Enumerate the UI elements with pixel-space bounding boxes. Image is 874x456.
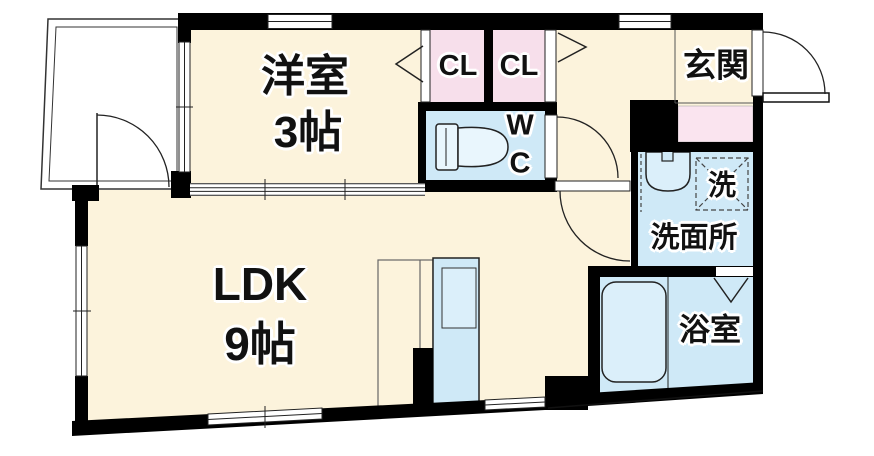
window-kitchen-bottom (484, 396, 546, 411)
window-ldk-bottom (207, 406, 323, 428)
bathroom-folding-door-marker (713, 277, 749, 304)
window-ldk-left (73, 245, 91, 377)
front-door-swing-arc (762, 31, 826, 95)
kitchen-counter (377, 257, 480, 411)
entrance-floor (675, 29, 753, 107)
windows (73, 14, 764, 428)
closet-left-open-marker (394, 45, 424, 83)
closet-doors (394, 29, 588, 103)
sliding-doors-western-ldk (190, 179, 425, 200)
window-top-east (618, 14, 672, 29)
washing-machine-space (695, 157, 749, 211)
toilet-icon (435, 123, 509, 171)
kitchen-sink (441, 267, 477, 329)
toilet-door-swing-arc (556, 116, 619, 179)
washbasin-icon (645, 149, 691, 192)
entrance-partition (674, 30, 753, 104)
closet-left-floor (430, 30, 484, 102)
window-western-left (176, 41, 193, 173)
porch-door-swing-arc (96, 114, 170, 188)
ldk-door (554, 180, 631, 262)
baseline (547, 390, 764, 409)
ldk-floor (77, 190, 630, 430)
closet-right-open-marker (557, 32, 588, 63)
porch-area (40, 18, 186, 190)
bathtub-icon (601, 277, 669, 392)
front-door (751, 29, 830, 103)
shoe-cabinet (677, 105, 754, 143)
bathroom-door (713, 267, 753, 304)
front-door-leaf (762, 92, 830, 103)
toilet-door (544, 114, 619, 179)
kitchen-wall-stub (413, 348, 433, 410)
window-top-west (267, 14, 333, 29)
ldk-door-swing-arc (559, 190, 631, 262)
hallway-floor-lower (557, 100, 630, 193)
closet-right-floor (493, 30, 545, 102)
western-room-floor (185, 27, 425, 193)
